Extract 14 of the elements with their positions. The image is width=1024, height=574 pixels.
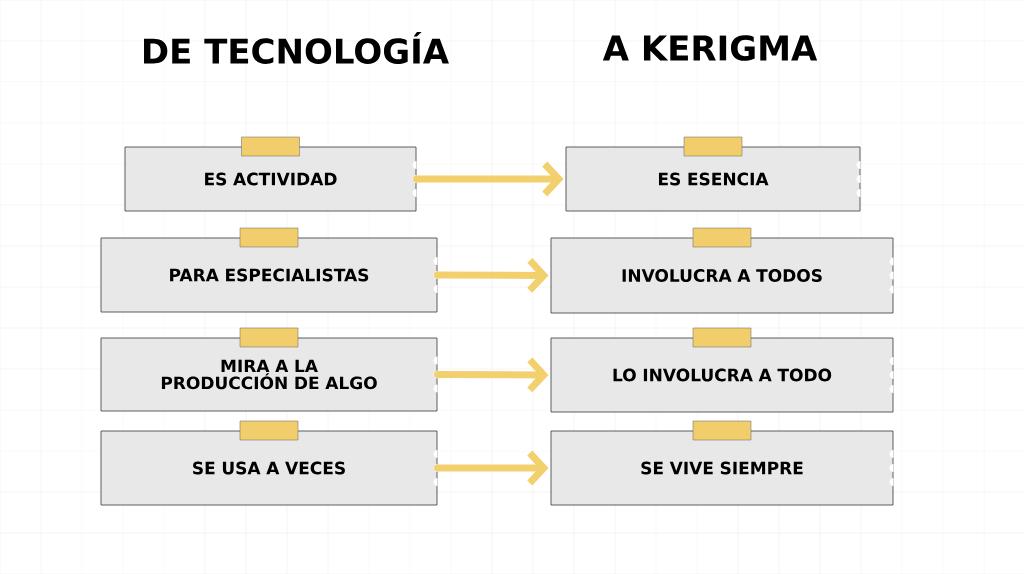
column-heading: A KERIGMA (602, 35, 818, 61)
arrow (433, 450, 549, 486)
tape-box: MIRA A LA PRODUCCIÓN DE ALGO (100, 327, 438, 412)
tape-box: SE USA A VECES (100, 420, 438, 506)
arrow (412, 161, 564, 197)
tape-box: PARA ESPECIALISTAS (100, 227, 438, 313)
tape-box: ES ESENCIA (565, 136, 861, 212)
arrow (433, 357, 549, 393)
tape-box: SE VIVE SIEMPRE (550, 420, 894, 506)
tape-box: INVOLUCRA A TODOS (550, 227, 894, 314)
arrow (433, 258, 549, 293)
tape-box: ES ACTIVIDAD (124, 136, 417, 212)
tape-box: LO INVOLUCRA A TODO (550, 327, 894, 413)
column-heading: DE TECNOLOGÍA (144, 32, 449, 64)
